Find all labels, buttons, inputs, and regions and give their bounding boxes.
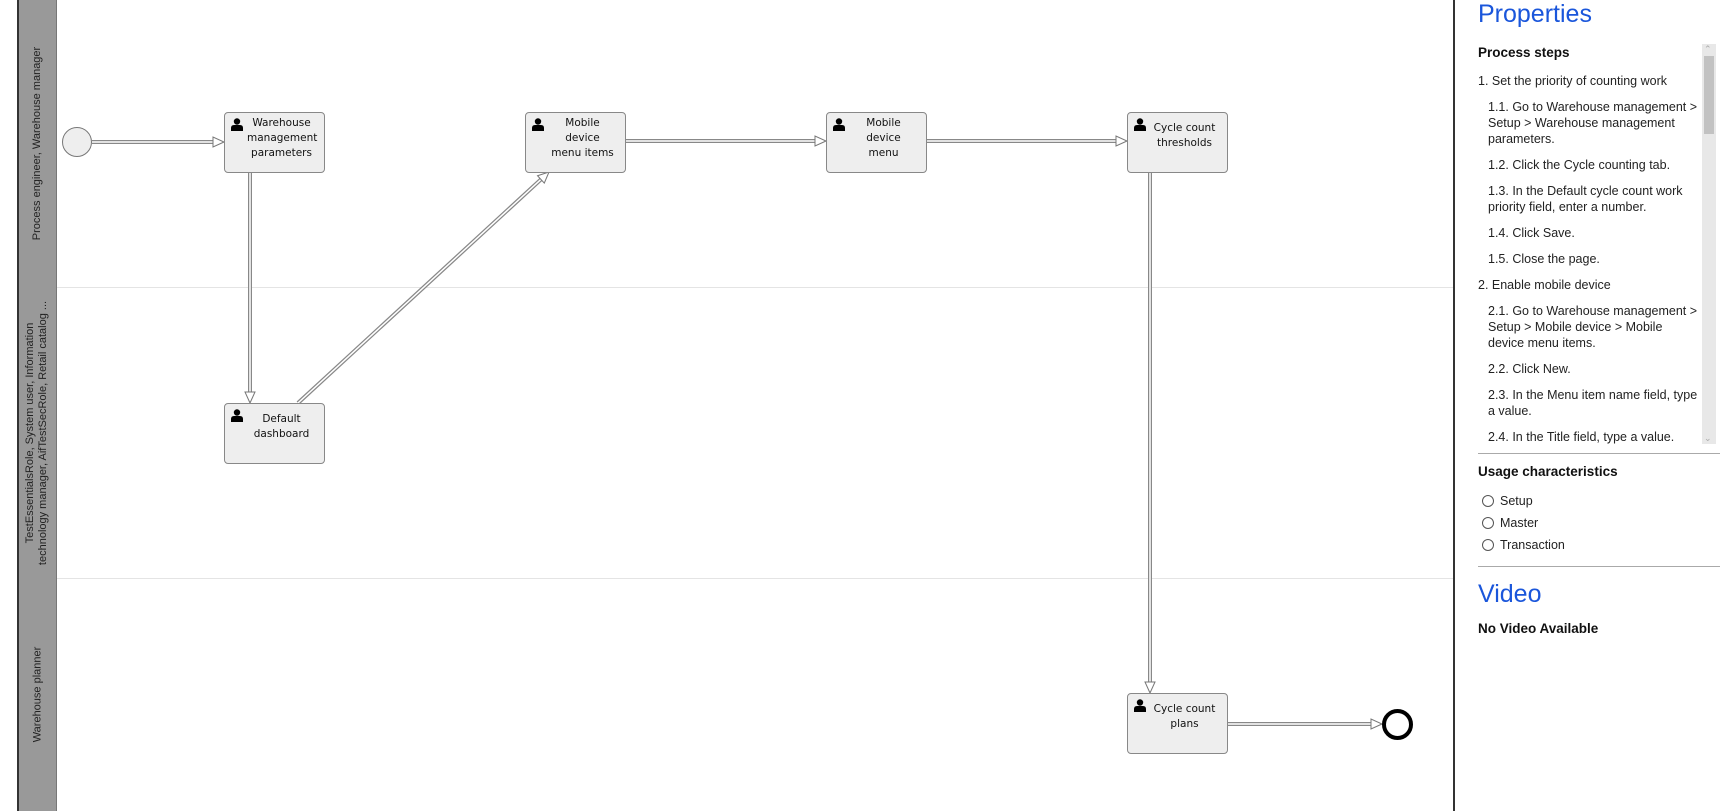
divider (1478, 566, 1720, 567)
radio-master[interactable]: Master (1482, 516, 1538, 530)
arrowhead-icon (814, 135, 828, 147)
arrowhead-icon (536, 171, 550, 185)
step-cycle-count-plans[interactable]: Cycle count plans (1127, 693, 1228, 754)
step-item: 2.4. In the Title field, type a value. (1488, 430, 1675, 444)
step-cycle-count-thresholds[interactable]: Cycle count thresholds (1127, 112, 1228, 173)
connector-arrow (296, 171, 550, 405)
step-label: Mobile device menu items (551, 117, 614, 159)
scroll-up-icon[interactable]: ⌃ (1704, 44, 1712, 54)
person-icon (1134, 118, 1146, 131)
lane-header-1: Process engineer, Warehouse manager (17, 0, 57, 287)
step-label: Default dashboard (253, 413, 310, 440)
step-mobile-device-menu[interactable]: Mobile device menu (826, 112, 927, 173)
person-icon (833, 118, 845, 131)
lane-header-2: TestEssentialsRole, System user, Informa… (17, 287, 57, 578)
connectors (92, 135, 1384, 730)
connector-arrow (1226, 718, 1384, 730)
scroll-down-icon[interactable]: ⌄ (1704, 433, 1712, 443)
person-icon (1134, 699, 1146, 712)
step-label: Cycle count plans (1153, 703, 1216, 730)
person-icon (231, 118, 243, 131)
step-label: Mobile device menu (866, 117, 901, 159)
step-item: 1.3. In the Default cycle count work pri… (1488, 184, 1683, 214)
person-icon (532, 118, 544, 131)
radio-circle-icon[interactable] (1482, 495, 1494, 507)
step-item: 1.2. Click the Cycle counting tab. (1488, 158, 1671, 172)
step-label: Cycle count thresholds (1153, 122, 1216, 149)
radio-setup[interactable]: Setup (1482, 494, 1533, 508)
steps-scrollbar[interactable]: ⌃ ⌄ (1702, 44, 1716, 444)
step-item: 1.5. Close the page. (1488, 252, 1600, 266)
lane-divider (57, 578, 1453, 579)
properties-title: Properties (1478, 0, 1592, 28)
lane-divider (57, 287, 1453, 288)
arrowhead-icon (1115, 135, 1129, 147)
arrowhead-icon (1370, 718, 1384, 730)
person-icon (231, 409, 243, 422)
divider (1478, 453, 1720, 454)
arrowhead-icon (244, 391, 256, 405)
arrowhead-icon (1144, 681, 1156, 695)
process-diagram-canvas: Process engineer, Warehouse manager Test… (17, 0, 1453, 811)
radio-label: Setup (1500, 494, 1533, 508)
properties-panel: Properties Process steps 1. Set the prio… (1453, 0, 1720, 811)
step-item: 2.2. Click New. (1488, 362, 1571, 376)
video-status: No Video Available (1478, 621, 1599, 636)
radio-circle-icon[interactable] (1482, 517, 1494, 529)
start-event[interactable] (62, 127, 92, 157)
step-default-dashboard[interactable]: Default dashboard (224, 403, 325, 464)
radio-circle-icon[interactable] (1482, 539, 1494, 551)
lane-header-3: Warehouse planner (17, 578, 57, 811)
step-item: 2. Enable mobile device (1478, 278, 1611, 292)
connector-arrow (1144, 172, 1156, 695)
process-steps-list[interactable]: 1. Set the priority of counting work 1.1… (1478, 73, 1700, 444)
step-item: 1.1. Go to Warehouse management > Setup … (1488, 100, 1698, 146)
step-item: 1.4. Click Save. (1488, 226, 1575, 240)
step-warehouse-management-parameters[interactable]: Warehouse management parameters (224, 112, 325, 173)
step-item: 2.3. In the Menu item name field, type a… (1488, 388, 1698, 418)
scrollbar-thumb[interactable] (1704, 56, 1714, 134)
connector-arrow (926, 135, 1129, 147)
arrowhead-icon (212, 136, 226, 148)
end-event[interactable] (1382, 709, 1413, 740)
usage-heading: Usage characteristics (1478, 464, 1618, 479)
radio-label: Transaction (1500, 538, 1565, 552)
step-mobile-device-menu-items[interactable]: Mobile device menu items (525, 112, 626, 173)
connector-arrow (244, 172, 256, 405)
video-title: Video (1478, 580, 1542, 608)
connector-arrow (92, 136, 226, 148)
radio-transaction[interactable]: Transaction (1482, 538, 1565, 552)
radio-label: Master (1500, 516, 1539, 530)
step-label: Warehouse management parameters (247, 117, 318, 159)
connector-arrow (625, 135, 828, 147)
step-item: 1. Set the priority of counting work (1478, 74, 1667, 88)
process-steps-heading: Process steps (1478, 45, 1570, 60)
step-item: 2.1. Go to Warehouse management > Setup … (1488, 304, 1698, 350)
